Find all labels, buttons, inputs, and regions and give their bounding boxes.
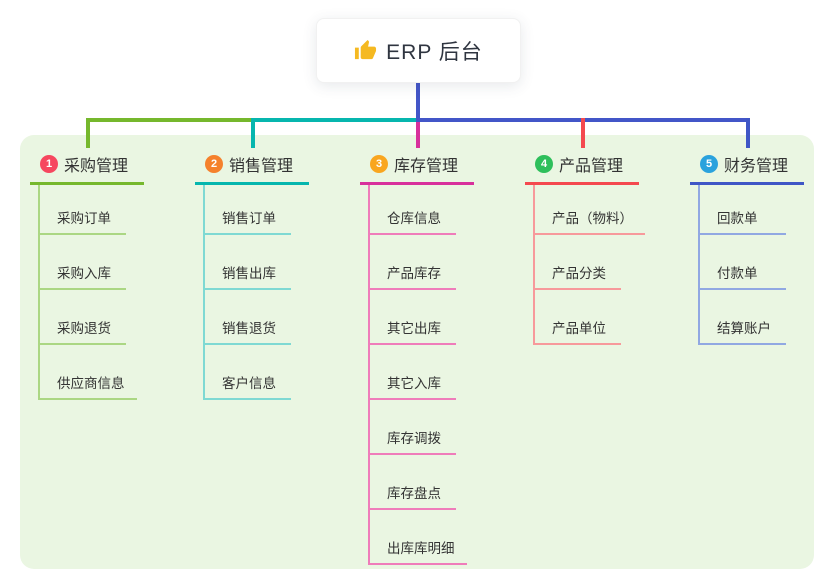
child-node-label: 采购退货 <box>57 321 111 336</box>
child-node-label: 产品（物料） <box>552 211 633 226</box>
child-node[interactable]: 销售出库 <box>205 235 291 290</box>
child-node-label: 库存调拨 <box>387 431 441 446</box>
child-node[interactable]: 付款单 <box>700 235 786 290</box>
branch-sales: 2 销售管理 销售订单 销售出库 销售退货 客户信息 <box>195 148 355 400</box>
connector-bus-middle <box>253 118 416 122</box>
root-node-label: ERP 后台 <box>386 40 483 64</box>
child-node[interactable]: 采购退货 <box>40 290 126 345</box>
branch-product: 4 产品管理 产品（物料） 产品分类 产品单位 <box>525 148 685 345</box>
branch-number-badge: 1 <box>40 155 58 173</box>
branch-children: 产品（物料） 产品分类 产品单位 <box>533 185 645 345</box>
branch-drop-purchase <box>86 118 90 148</box>
child-node-label: 出库库明细 <box>387 541 455 556</box>
branch-number-badge: 4 <box>535 155 553 173</box>
connector-bus-left <box>86 118 253 122</box>
child-node-label: 库存盘点 <box>387 486 441 501</box>
child-node-label: 供应商信息 <box>57 376 125 391</box>
child-node[interactable]: 其它入库 <box>370 345 456 400</box>
child-node-label: 仓库信息 <box>387 211 441 226</box>
child-node-label: 回款单 <box>717 211 758 226</box>
child-node-label: 销售退货 <box>222 321 276 336</box>
child-node-label: 付款单 <box>717 266 758 281</box>
child-node[interactable]: 回款单 <box>700 185 786 235</box>
branch-children: 回款单 付款单 结算账户 <box>698 185 786 345</box>
child-node[interactable]: 采购入库 <box>40 235 126 290</box>
branch-drop-product <box>581 118 585 148</box>
branch-title-finance[interactable]: 5 财务管理 <box>690 148 804 185</box>
branch-drop-finance <box>746 118 750 148</box>
branch-label: 产品管理 <box>559 158 624 175</box>
child-node[interactable]: 结算账户 <box>700 290 786 345</box>
branch-drop-inventory <box>416 122 420 148</box>
child-node[interactable]: 库存盘点 <box>370 455 456 510</box>
child-node[interactable]: 仓库信息 <box>370 185 456 235</box>
child-node[interactable]: 出库库明细 <box>370 510 467 565</box>
child-node-label: 其它入库 <box>387 376 441 391</box>
branch-label: 销售管理 <box>229 158 294 175</box>
child-node-label: 销售出库 <box>222 266 276 281</box>
branch-finance: 5 财务管理 回款单 付款单 结算账户 <box>690 148 839 345</box>
branch-label: 采购管理 <box>64 158 129 175</box>
branch-children: 采购订单 采购入库 采购退货 供应商信息 <box>38 185 137 400</box>
child-node-label: 结算账户 <box>717 321 771 336</box>
child-node[interactable]: 客户信息 <box>205 345 291 400</box>
branch-label: 财务管理 <box>724 158 789 175</box>
branch-number-badge: 5 <box>700 155 718 173</box>
child-node[interactable]: 产品单位 <box>535 290 621 345</box>
child-node[interactable]: 其它出库 <box>370 290 456 345</box>
child-node[interactable]: 供应商信息 <box>40 345 137 400</box>
branch-drop-sales <box>251 118 255 148</box>
branch-number-badge: 2 <box>205 155 223 173</box>
root-node-erp[interactable]: ERP 后台 <box>316 18 521 83</box>
branch-title-sales[interactable]: 2 销售管理 <box>195 148 309 185</box>
branch-title-product[interactable]: 4 产品管理 <box>525 148 639 185</box>
branch-number-badge: 3 <box>370 155 388 173</box>
branch-title-purchase[interactable]: 1 采购管理 <box>30 148 144 185</box>
child-node[interactable]: 产品分类 <box>535 235 621 290</box>
child-node[interactable]: 库存调拨 <box>370 400 456 455</box>
child-node-label: 产品库存 <box>387 266 441 281</box>
branch-label: 库存管理 <box>394 158 459 175</box>
branch-title-inventory[interactable]: 3 库存管理 <box>360 148 474 185</box>
branch-inventory: 3 库存管理 仓库信息 产品库存 其它出库 其它入库 库存调拨 库存盘点 出库库… <box>360 148 520 565</box>
branch-purchase: 1 采购管理 采购订单 采购入库 采购退货 供应商信息 <box>30 148 190 400</box>
child-node-label: 产品分类 <box>552 266 606 281</box>
child-node-label: 采购订单 <box>57 211 111 226</box>
child-node-label: 产品单位 <box>552 321 606 336</box>
root-stem-line <box>416 82 420 120</box>
child-node[interactable]: 产品（物料） <box>535 185 645 235</box>
child-node-label: 其它出库 <box>387 321 441 336</box>
branch-children: 销售订单 销售出库 销售退货 客户信息 <box>203 185 291 400</box>
branches-panel <box>20 135 814 569</box>
child-node[interactable]: 产品库存 <box>370 235 456 290</box>
child-node[interactable]: 销售订单 <box>205 185 291 235</box>
child-node-label: 客户信息 <box>222 376 276 391</box>
child-node-label: 销售订单 <box>222 211 276 226</box>
child-node-label: 采购入库 <box>57 266 111 281</box>
child-node[interactable]: 销售退货 <box>205 290 291 345</box>
branch-children: 仓库信息 产品库存 其它出库 其它入库 库存调拨 库存盘点 出库库明细 <box>368 185 467 565</box>
thumbs-up-icon <box>355 39 377 60</box>
child-node[interactable]: 采购订单 <box>40 185 126 235</box>
